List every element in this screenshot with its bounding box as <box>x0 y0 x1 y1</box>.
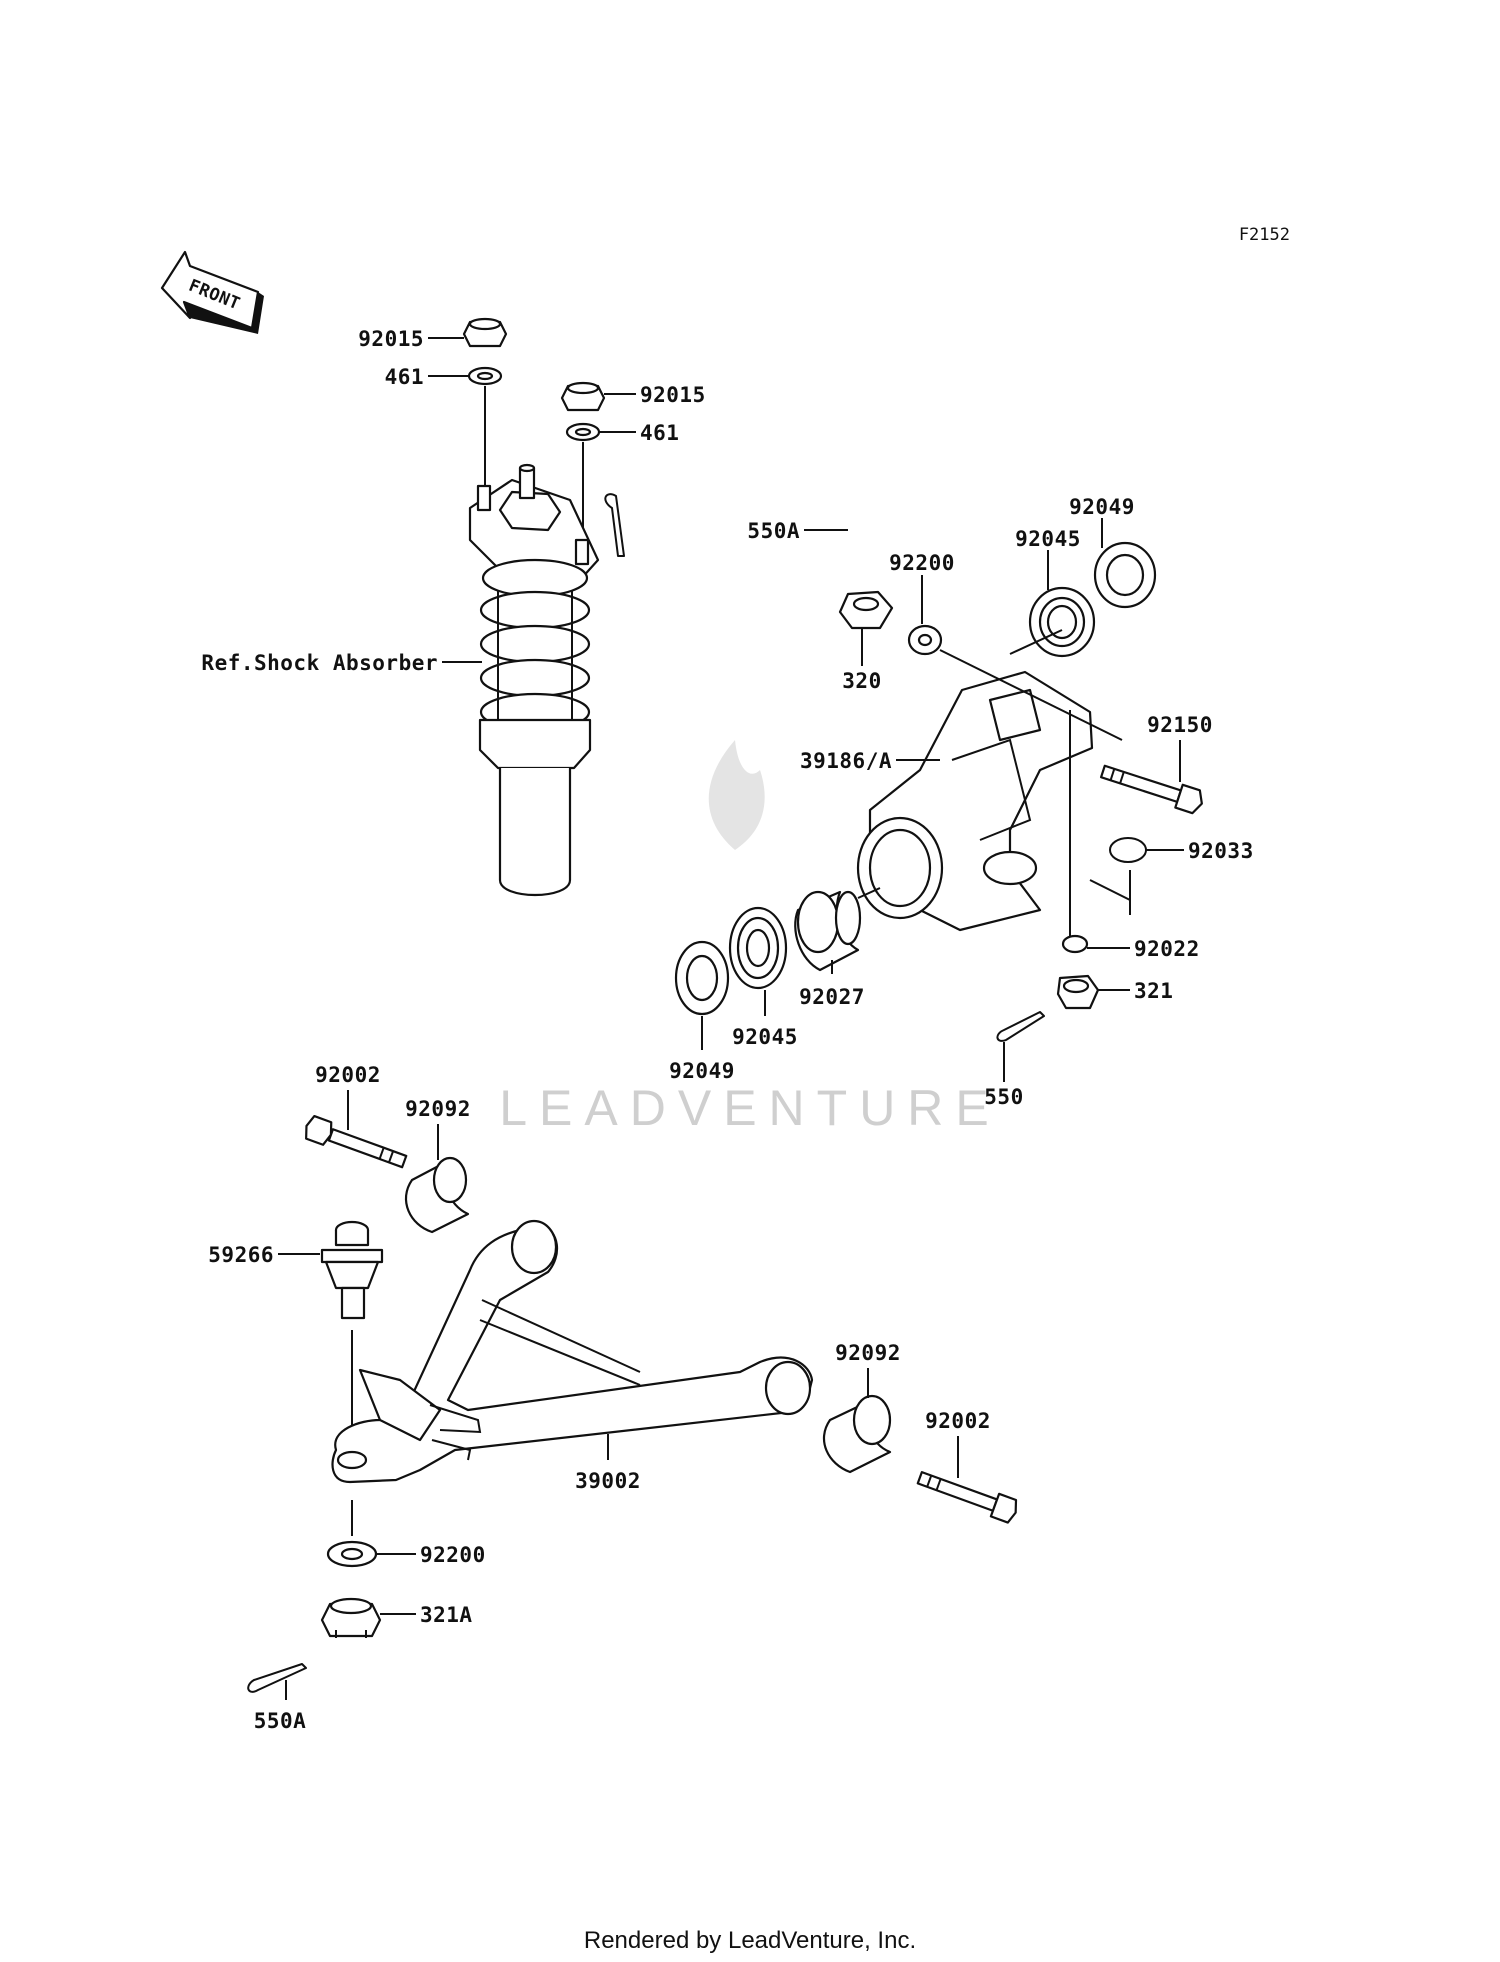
label-92002-b: 92002 <box>925 1409 991 1433</box>
a-arm-assembly <box>247 1114 1018 1693</box>
label-92092-b: 92092 <box>835 1341 901 1365</box>
label-92200-b: 92200 <box>420 1543 486 1567</box>
label-92022: 92022 <box>1134 937 1200 961</box>
label-92200-a: 92200 <box>889 551 955 575</box>
knuckle-assembly <box>604 493 1203 1042</box>
watermark: LEADVENTURE <box>499 740 1001 1136</box>
watermark-text: LEADVENTURE <box>499 1080 1001 1136</box>
label-ref-shock-absorber: Ref.Shock Absorber <box>201 651 438 675</box>
label-92033: 92033 <box>1188 839 1254 863</box>
label-321: 321 <box>1134 979 1173 1003</box>
label-39186-a: 39186/A <box>800 749 892 773</box>
label-92045-b: 92045 <box>732 1025 798 1049</box>
footer-credit: Rendered by LeadVenture, Inc. <box>584 1927 916 1954</box>
label-320: 320 <box>842 669 881 693</box>
label-461-b: 461 <box>640 421 679 445</box>
label-92150: 92150 <box>1147 713 1213 737</box>
label-92049-a: 92049 <box>1069 495 1135 519</box>
label-321a: 321A <box>420 1603 473 1627</box>
label-92049-b: 92049 <box>669 1059 735 1083</box>
label-92015-a: 92015 <box>358 327 424 351</box>
label-550a-a: 550A <box>747 519 800 543</box>
label-461-a: 461 <box>385 365 424 389</box>
label-92092-a: 92092 <box>405 1097 471 1121</box>
callouts: 92015 461 92015 461 Ref.Shock Absorber 5… <box>201 327 1253 1733</box>
label-550: 550 <box>984 1085 1023 1109</box>
label-92015-b: 92015 <box>640 383 706 407</box>
shock-absorber <box>462 317 606 896</box>
label-92027: 92027 <box>799 985 865 1009</box>
label-39002: 39002 <box>575 1469 641 1493</box>
label-550a-b: 550A <box>254 1709 307 1733</box>
label-59266: 59266 <box>208 1243 274 1267</box>
label-92002-a: 92002 <box>315 1063 381 1087</box>
front-arrow-icon: FRONT <box>160 250 264 334</box>
diagram-code: F2152 <box>1239 225 1290 245</box>
label-92045-a: 92045 <box>1015 527 1081 551</box>
